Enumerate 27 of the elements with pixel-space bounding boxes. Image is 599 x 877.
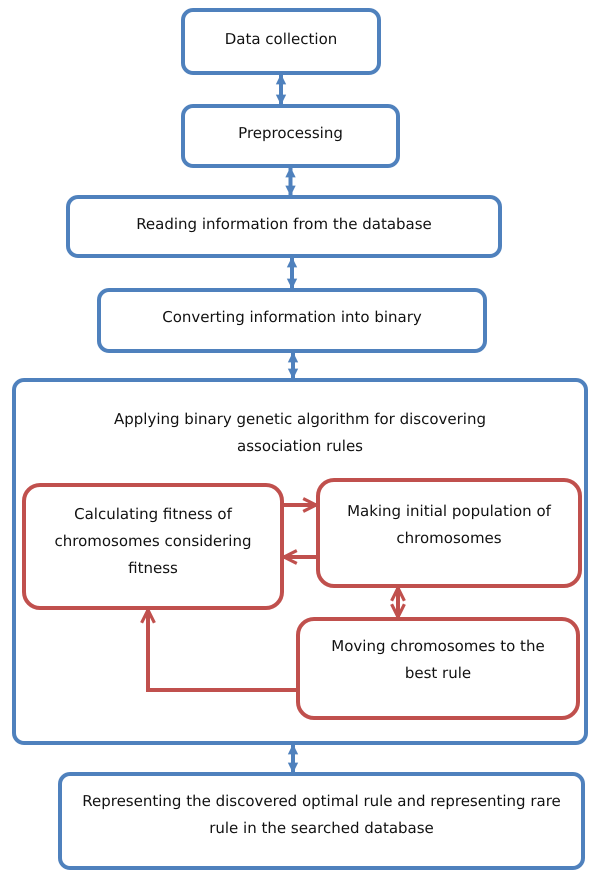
arrow (390, 586, 406, 619)
process-box (58, 772, 585, 870)
process-box (316, 478, 582, 588)
step-label: Data collection (224, 29, 338, 50)
arrow (282, 549, 316, 565)
process-box (296, 617, 580, 720)
process-box (181, 8, 381, 75)
arrow (276, 74, 286, 106)
container-box (12, 378, 588, 745)
step-label: Calculating fitness of chromosomes considering fitness (54, 504, 252, 579)
step-label: Preprocessing (237, 123, 344, 144)
arrow (288, 744, 298, 774)
process-box (97, 288, 487, 353)
arrow (140, 608, 296, 692)
arrow (285, 166, 296, 196)
step-label: Making initial population of chromosomes (346, 501, 552, 549)
step-label: Reading information from the database (135, 214, 433, 235)
step-label: Converting information into binary (161, 307, 423, 328)
step-label: Representing the discovered optimal rule and representing rare rule in the searched database (81, 791, 562, 839)
process-box (66, 195, 502, 258)
step-label: Moving chromosomes to the best rule (330, 636, 546, 684)
arrow (284, 497, 318, 513)
arrow (288, 352, 298, 380)
process-box (181, 104, 400, 168)
arrow (286, 256, 298, 290)
group-heading: Applying binary genetic algorithm for discovering association rules (112, 409, 487, 457)
process-box (22, 483, 284, 610)
